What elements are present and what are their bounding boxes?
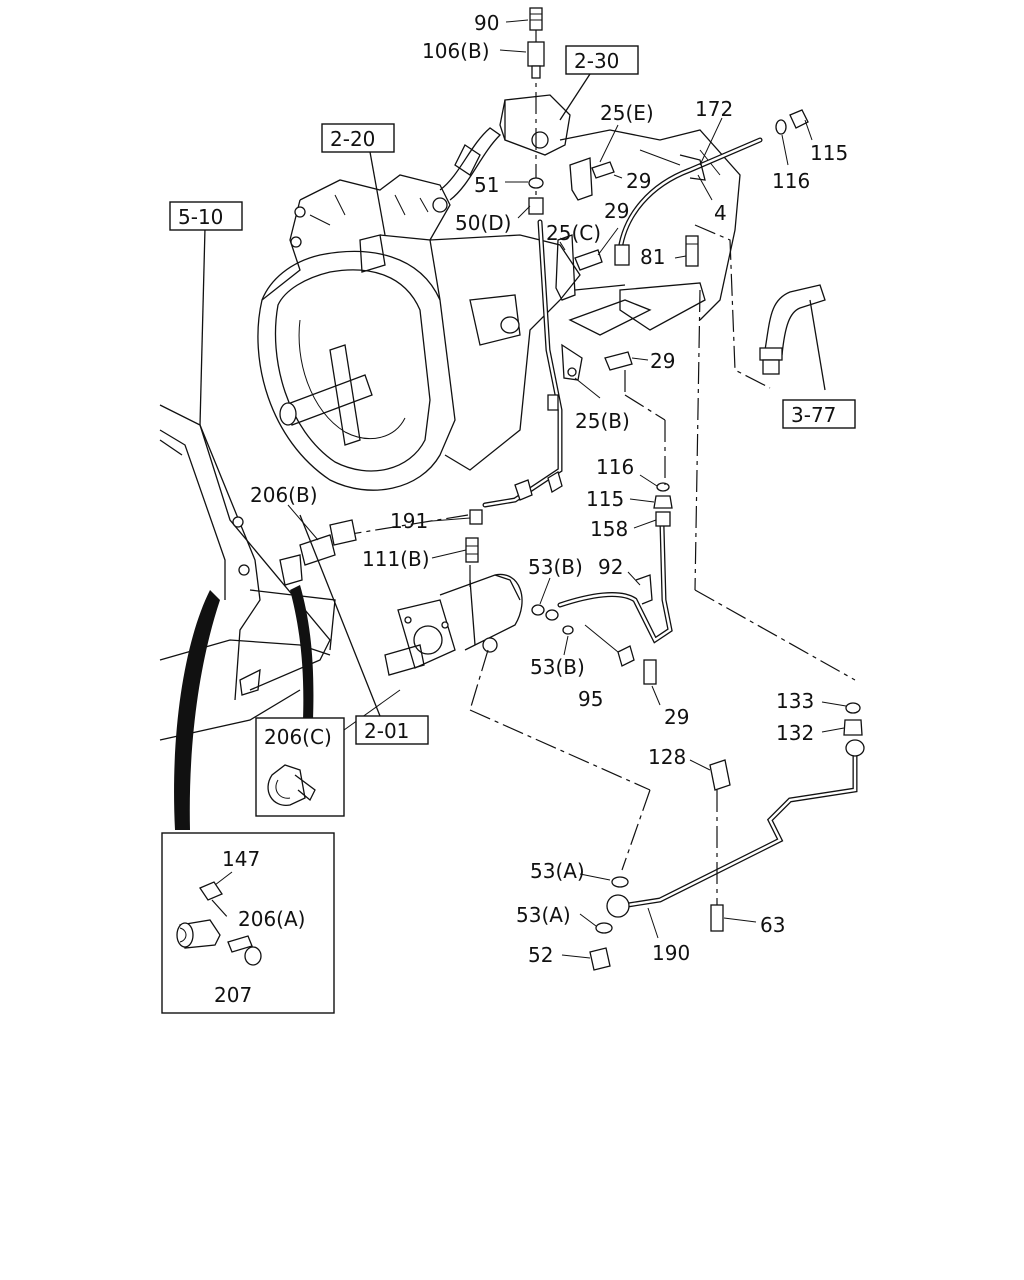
callout-206a: 206(A) [238, 907, 305, 931]
hose-3-77 [694, 224, 826, 391]
pipe-191 [279, 219, 563, 586]
callout-29-c: 29 [650, 349, 675, 373]
transmission-assembly [257, 127, 741, 491]
callout-52: 52 [528, 943, 553, 967]
ref-2-30: 2-30 [574, 49, 619, 73]
ref-3-77: 3-77 [791, 403, 836, 427]
callout-115-top: 115 [810, 141, 848, 165]
callout-92: 92 [598, 555, 623, 579]
callout-53a-a: 53(A) [530, 859, 585, 883]
callout-29-d: 29 [664, 705, 689, 729]
callout-206b: 206(B) [250, 483, 318, 507]
leader-lines [287, 19, 847, 959]
callout-53b-a: 53(B) [528, 555, 583, 579]
reference-boxes: 2-30 2-20 5-10 3-77 2-01 [169, 45, 856, 745]
callout-111b: 111(B) [362, 547, 430, 571]
ref-box-5-10 [169, 201, 243, 231]
callout-115-mid: 115 [586, 487, 624, 511]
callout-190: 190 [652, 941, 690, 965]
inset-206a: 147 206(A) 207 [161, 832, 335, 1014]
callout-207: 207 [214, 983, 252, 1007]
callout-25b: 25(B) [575, 409, 630, 433]
callout-133: 133 [776, 689, 814, 713]
slave-cylinder-2-01 [329, 565, 651, 871]
callout-158: 158 [590, 517, 628, 541]
ref-box-2-01 [355, 715, 429, 745]
callout-206c: 206(C) [264, 725, 332, 749]
callout-172: 172 [695, 97, 733, 121]
callout-51: 51 [474, 173, 499, 197]
callout-147: 147 [222, 847, 260, 871]
callout-128: 128 [648, 745, 686, 769]
callout-53a-b: 53(A) [516, 903, 571, 927]
callout-25e: 25(E) [600, 101, 654, 125]
callout-132: 132 [776, 721, 814, 745]
ref-box-3-77 [782, 399, 856, 429]
callout-106b: 106(B) [422, 39, 490, 63]
ref-2-20: 2-20 [330, 127, 375, 151]
bracket-2-30 [499, 7, 571, 215]
pipe-158 [531, 370, 673, 685]
callout-25c: 25(C) [546, 221, 601, 245]
callout-191: 191 [390, 509, 428, 533]
inset-206c: 206(C) [255, 717, 345, 817]
callout-63: 63 [760, 913, 785, 937]
ref-box-2-30 [565, 45, 639, 75]
callout-90: 90 [474, 11, 499, 35]
callout-labels: 90 106(B) 25(E) 172 115 116 51 29 50(D) … [250, 11, 848, 967]
callout-116-top: 116 [772, 169, 810, 193]
ref-2-01: 2-01 [364, 719, 409, 743]
pipe-190 [589, 289, 865, 971]
ref-box-2-20 [321, 123, 395, 153]
callout-53b-b: 53(B) [530, 655, 585, 679]
frame-5-10 [159, 227, 336, 830]
callout-95: 95 [578, 687, 603, 711]
callout-4: 4 [714, 201, 727, 225]
bracket-parts-right [555, 109, 809, 381]
callout-81: 81 [640, 245, 665, 269]
ref-5-10: 5-10 [178, 205, 223, 229]
callout-29-b: 29 [604, 199, 629, 223]
callout-29-a: 29 [626, 169, 651, 193]
callout-50d: 50(D) [455, 211, 511, 235]
callout-116-mid: 116 [596, 455, 634, 479]
